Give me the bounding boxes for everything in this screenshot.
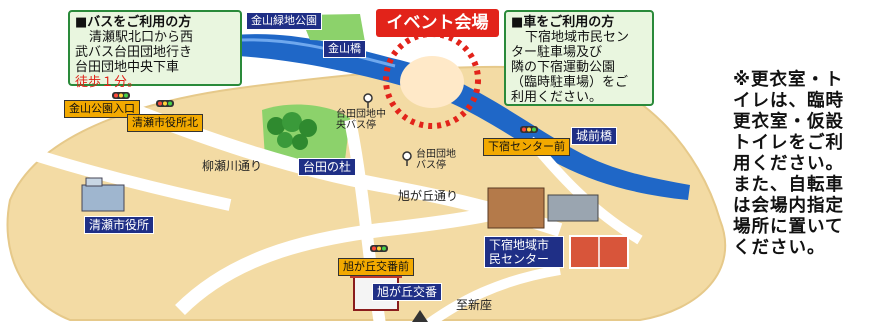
side-note-line: は会場内指定 [733, 196, 844, 216]
side-note-line: イレは、臨時 [733, 91, 844, 111]
bus-stop-daita-label: 台田団地バス停 [416, 149, 456, 171]
side-note-line: ください。 [733, 238, 826, 258]
traffic-signal-icon [112, 92, 130, 99]
car-access-title: ■車をご利用の方 [511, 15, 615, 30]
asahigaoka-koban-front-label: 旭が丘交番前 [338, 258, 414, 276]
bus-access-walk: 徒歩１分。 [75, 75, 141, 90]
side-note-line: 用ください。 [733, 154, 844, 174]
car-access-box: ■車をご利用の方 下宿地域市民セン ター駐車場及び 隣の下宿運動公園 （臨時駐車… [504, 10, 654, 106]
event-venue-label: イベント会場 [376, 9, 499, 37]
bus-access-line: 武バス台田団地行き [75, 45, 193, 60]
traffic-signal-icon [370, 245, 388, 252]
shimojuku-center-label: 下宿地域市民センター [484, 236, 564, 268]
side-note-line: 場所に置いて [733, 217, 844, 237]
bus-stop-center-label: 台田団地中央バス停 [336, 109, 386, 131]
side-note-line: ※更衣室・ト [733, 70, 844, 90]
shimojuku-center-front-label: 下宿センター前 [483, 138, 570, 156]
asahigaoka-street-label: 旭が丘通り [398, 189, 459, 203]
car-access-line: ター駐車場及び [511, 45, 603, 60]
road-south [417, 265, 561, 330]
bus-stop-icon [363, 93, 373, 108]
car-access-line: （臨時駐車場）をご [511, 75, 629, 90]
yanasegawa-street-label: 柳瀬川通り [202, 159, 263, 173]
kaneyama-park-label: 金山緑地公園 [246, 12, 322, 30]
to-shinza-label: 至新座 [456, 298, 493, 312]
asahigaoka-koban-label: 旭が丘交番 [372, 283, 443, 301]
side-note-line: 更衣室・仮設 [733, 112, 844, 132]
bus-access-title: ■バスをご利用の方 [75, 15, 192, 30]
road-yanasegawa-west [18, 144, 232, 211]
bus-access-line: 清瀬駅北口から西 [89, 30, 194, 45]
car-access-line: 利用ください。 [511, 90, 603, 105]
direction-arrow-icon [412, 310, 428, 322]
kaneyama-park-entrance-label: 金山公園入口 [64, 100, 140, 118]
event-venue [400, 56, 464, 108]
trees [267, 112, 317, 150]
side-note-line: トイレをご利 [733, 133, 844, 153]
kaneyama-bridge-label: 金山橋 [323, 40, 366, 58]
shimojuku-center-building [487, 187, 599, 229]
city-hall-building [81, 177, 125, 212]
daita-forest-label: 台田の杜 [298, 158, 357, 176]
river [235, 34, 690, 201]
car-access-line: 隣の下宿運動公園 [511, 60, 616, 75]
bus-access-line: 台田団地中央下車 [75, 60, 180, 75]
traffic-signal-icon [156, 100, 174, 107]
car-access-line: 下宿地域市民セン [525, 30, 630, 45]
sports-court [569, 235, 629, 269]
side-note: ※更衣室・ト イレは、臨時 更衣室・仮設 トイレをご利 用ください。 また、自転… [733, 70, 885, 259]
traffic-signal-icon [520, 126, 538, 133]
bus-stop-icon [402, 151, 412, 166]
city-hall-label: 清瀬市役所 [84, 216, 155, 234]
bus-access-box: ■バスをご利用の方 清瀬駅北口から西 武バス台田団地行き 台田団地中央下車 徒歩… [68, 10, 242, 90]
side-note-line: また、自転車 [733, 175, 844, 195]
city-hall-north-label: 清瀬市役所北 [127, 114, 203, 132]
joumae-bridge-label: 城前橋 [571, 127, 618, 145]
